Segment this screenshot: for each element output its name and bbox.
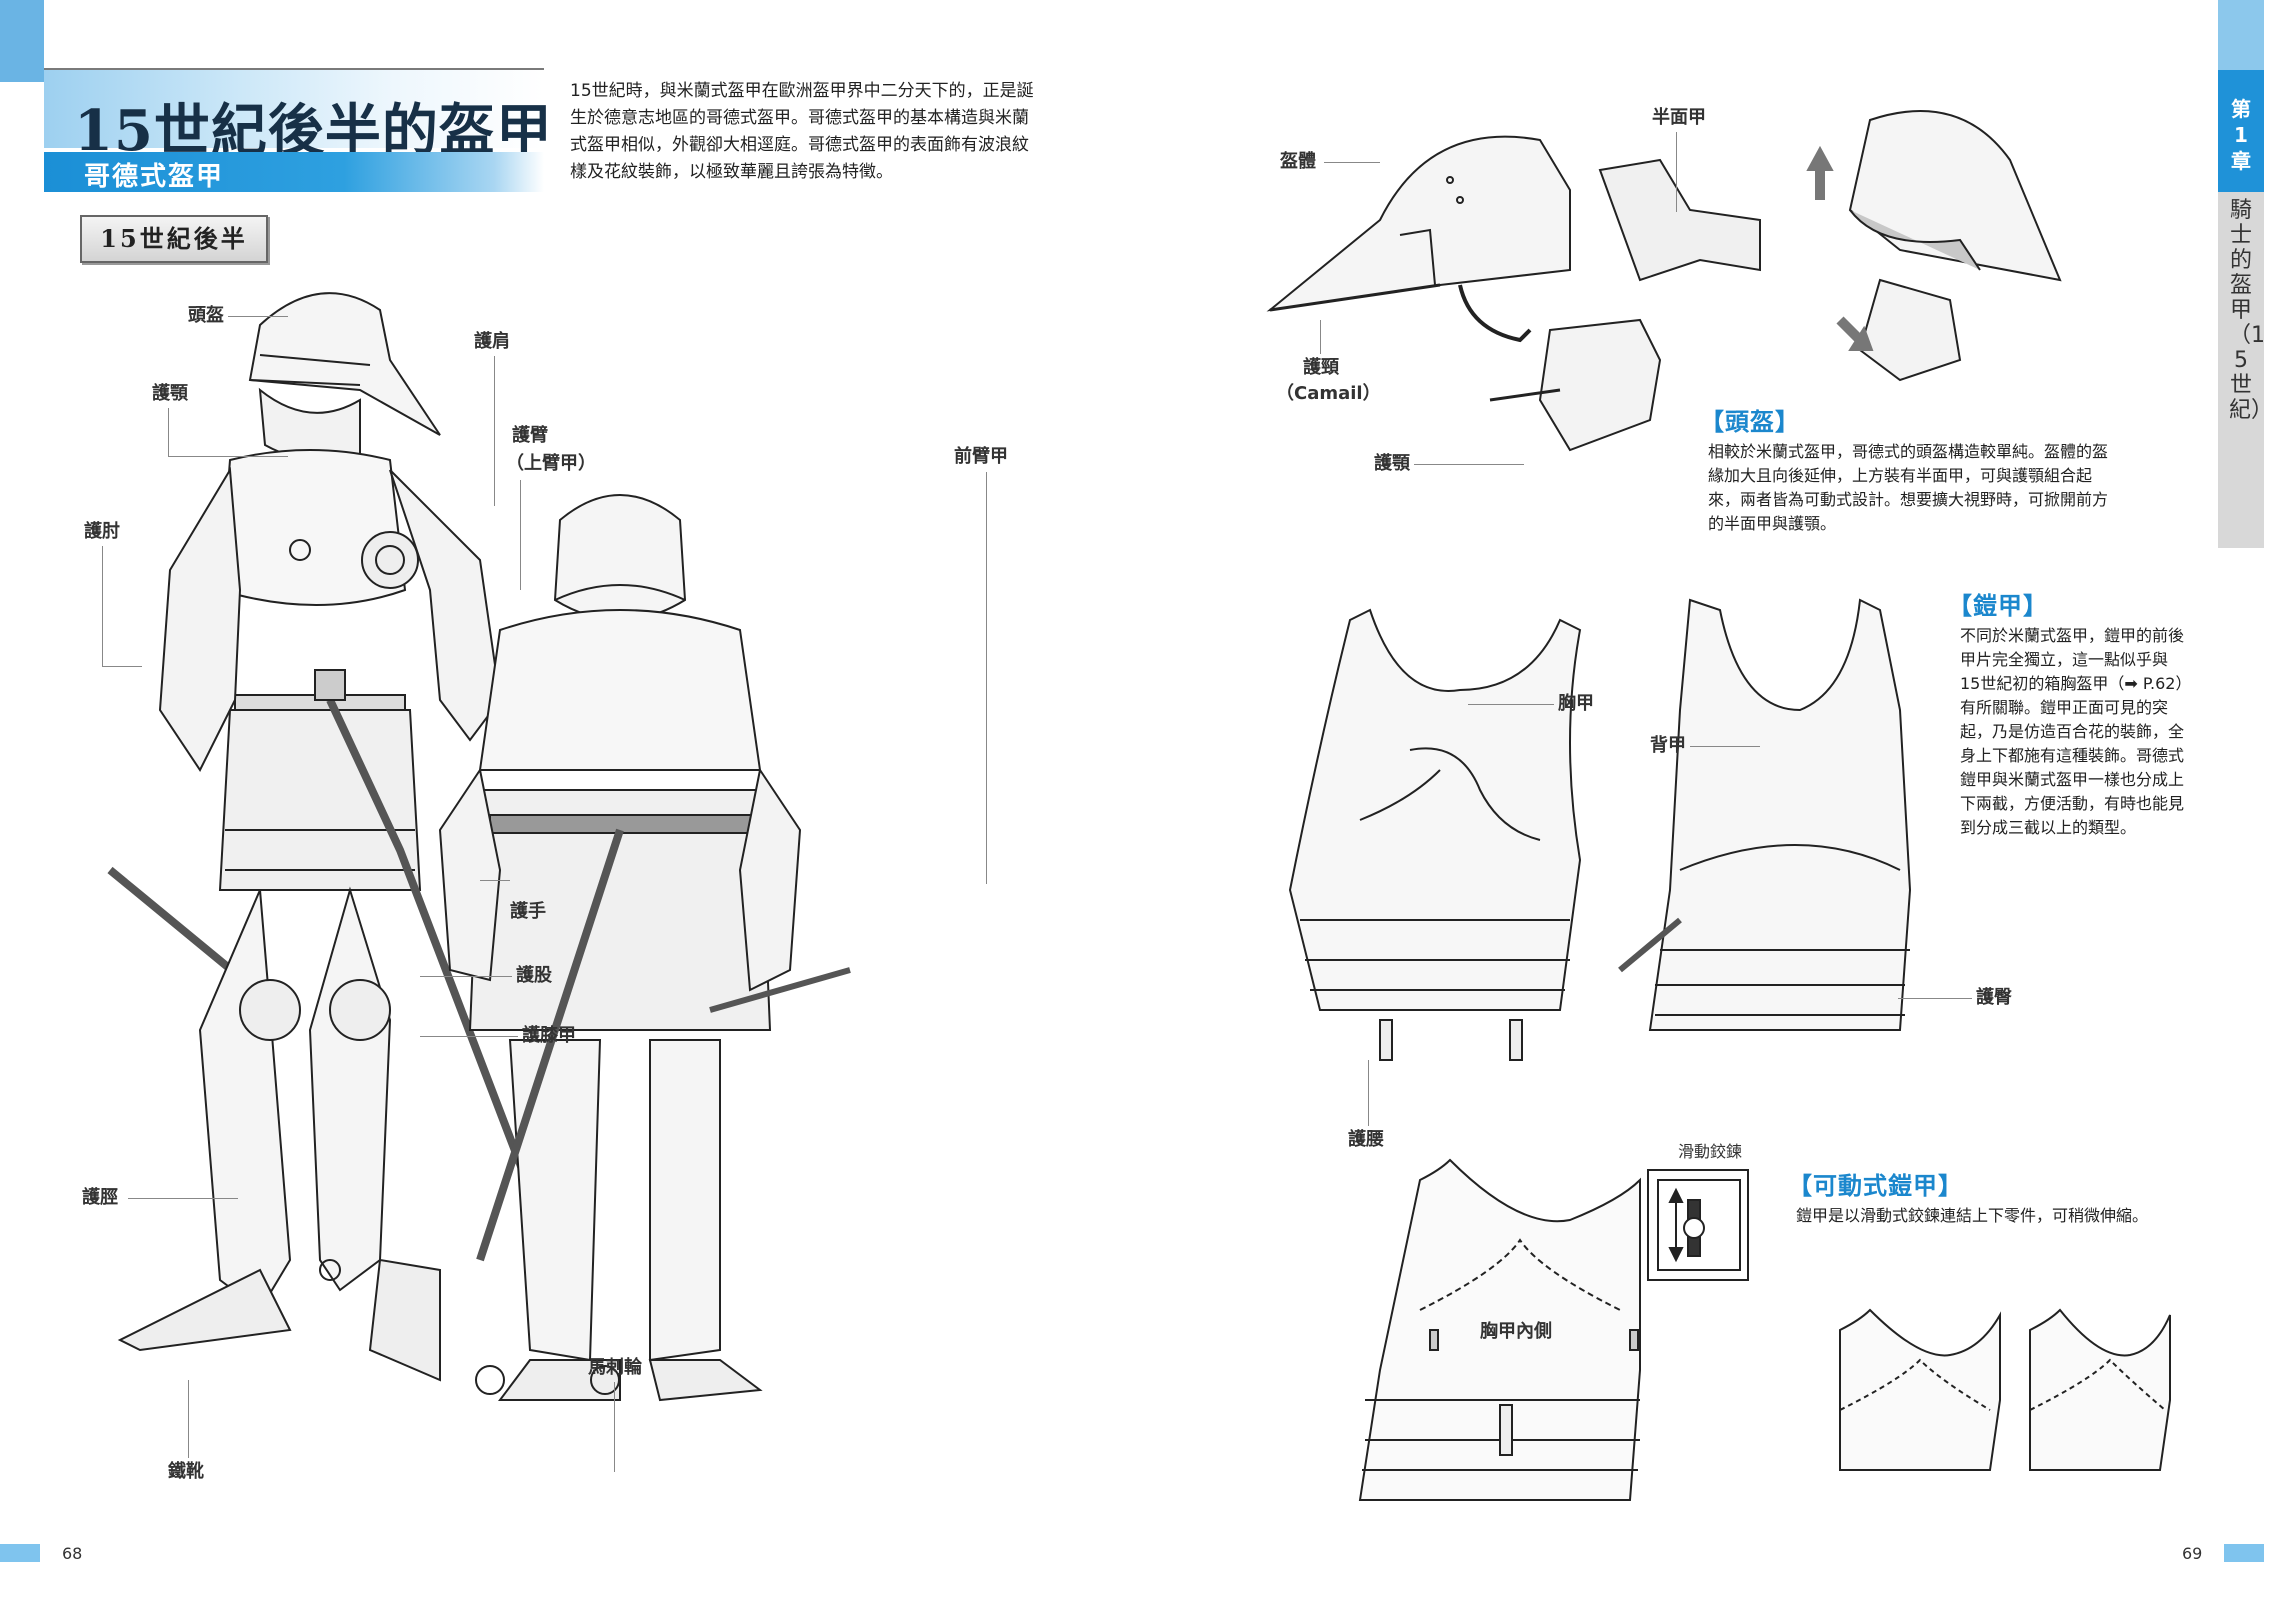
movable-heading: 【可動式鎧甲】: [1788, 1172, 1963, 1200]
label-fauld: 護腰: [1348, 1129, 1384, 1150]
leader-backplate: [1690, 746, 1760, 747]
label-visor: 半面甲: [1652, 107, 1706, 128]
label-helmet-bevor: 護顎: [1374, 453, 1410, 474]
label-camail-en: （Camail）: [1276, 383, 1381, 404]
helmet-heading: 【頭盔】: [1700, 408, 1800, 436]
title-background: [44, 70, 544, 148]
page-number-right: 69: [2182, 1544, 2203, 1563]
label-shoulder: 護肩: [474, 331, 510, 352]
knight-illustration: [107, 292, 851, 1402]
leader-gauntlet: [480, 880, 510, 881]
leader-greave: [128, 1198, 238, 1199]
period-tag: 15世紀後半: [80, 215, 268, 263]
leader-elbow: [102, 546, 103, 666]
leader-spur: [614, 1382, 615, 1472]
footer-accent-left: [0, 1544, 40, 1562]
leader-bevor-h: [168, 456, 288, 457]
helmet-body: 相較於米蘭式盔甲，哥德式的頭盔構造較單純。盔體的盔緣加大且向後延伸，上方裝有半面…: [1708, 442, 2109, 533]
label-knee: 護膝甲: [522, 1025, 576, 1046]
label-spur: 馬刺輪: [588, 1357, 642, 1378]
leader-camail: [1320, 320, 1321, 354]
page-number-left: 68: [62, 1544, 83, 1563]
leader-fauld: [1368, 1060, 1369, 1126]
label-sabaton: 鐵靴: [168, 1461, 204, 1482]
subtitle-bar: [44, 152, 544, 192]
leader-bevor: [168, 408, 169, 456]
label-culet: 護臀: [1976, 987, 2012, 1008]
label-camail: 護頸: [1303, 357, 1339, 378]
leader-helmet: [228, 316, 288, 317]
header-rule: [44, 68, 544, 70]
leader-knee: [420, 1036, 518, 1037]
footer-accent-right: [2224, 1544, 2264, 1562]
leader-sabaton: [188, 1380, 189, 1458]
leader-thigh: [420, 976, 512, 977]
leader-breastplate: [1468, 704, 1554, 705]
section-tab-text: 騎士的盔甲（15世紀）: [2229, 198, 2273, 423]
label-backplate: 背甲: [1650, 735, 1686, 756]
label-arm: 護臂: [512, 425, 548, 446]
intro-paragraph: 15世紀時，與米蘭式盔甲在歐洲盔甲界中二分天下的，正是誕生於德意志地區的哥德式盔…: [570, 81, 1034, 182]
chapter-char-1: 第: [2231, 97, 2251, 121]
label-helmet: 頭盔: [188, 305, 224, 326]
tab-top-accent: [2218, 0, 2264, 70]
movable-cuirass-illustration: [1358, 1158, 2171, 1501]
chapter-tab[interactable]: 第 1 章: [2218, 70, 2264, 192]
cuirass-heading: 【鎧甲】: [1948, 592, 2048, 620]
back-knight-figure: [438, 494, 851, 1402]
leader-visor: [1676, 132, 1677, 212]
chapter-char-3: 章: [2231, 149, 2251, 173]
label-greave: 護脛: [82, 1187, 118, 1208]
label-inner-breast: 胸甲內側: [1480, 1321, 1552, 1342]
label-forearm: 前臂甲: [954, 446, 1008, 467]
label-skull: 盔體: [1280, 151, 1316, 172]
chapter-char-2: 1: [2234, 123, 2248, 147]
label-elbow: 護肘: [84, 521, 120, 542]
front-knight-figure: [107, 292, 534, 1382]
leader-arm: [520, 480, 521, 590]
leader-skull: [1324, 162, 1380, 163]
helmet-illustration: [1266, 110, 2062, 452]
label-thigh: 護股: [516, 965, 552, 986]
label-gauntlet: 護手: [510, 901, 546, 922]
label-bevor: 護顎: [152, 383, 188, 404]
cuirass-illustration: [1288, 598, 1912, 1061]
movable-body: 鎧甲是以滑動式鉸鍊連結上下零件，可稍微伸縮。: [1796, 1206, 2149, 1225]
label-hinge: 滑動鉸鍊: [1678, 1142, 1743, 1161]
leader-elbow-h: [102, 666, 142, 667]
leader-helmet-bevor: [1414, 464, 1524, 465]
label-upper-arm: （上臂甲）: [506, 453, 596, 474]
label-breastplate: 胸甲: [1558, 693, 1594, 714]
section-tab[interactable]: [2218, 192, 2264, 548]
cuirass-body: 不同於米蘭式盔甲，鎧甲的前後甲片完全獨立，這一點似乎與15世紀初的箱胸盔甲（➡ …: [1960, 626, 2185, 837]
leader-forearm: [986, 472, 987, 884]
corner-accent: [0, 0, 44, 82]
leader-culet: [1898, 998, 1972, 999]
section-tab-label: 騎士的盔甲（15世紀）: [2218, 198, 2273, 423]
leader-shoulder: [494, 356, 495, 506]
page-subtitle: 哥德式盔甲: [84, 162, 225, 192]
